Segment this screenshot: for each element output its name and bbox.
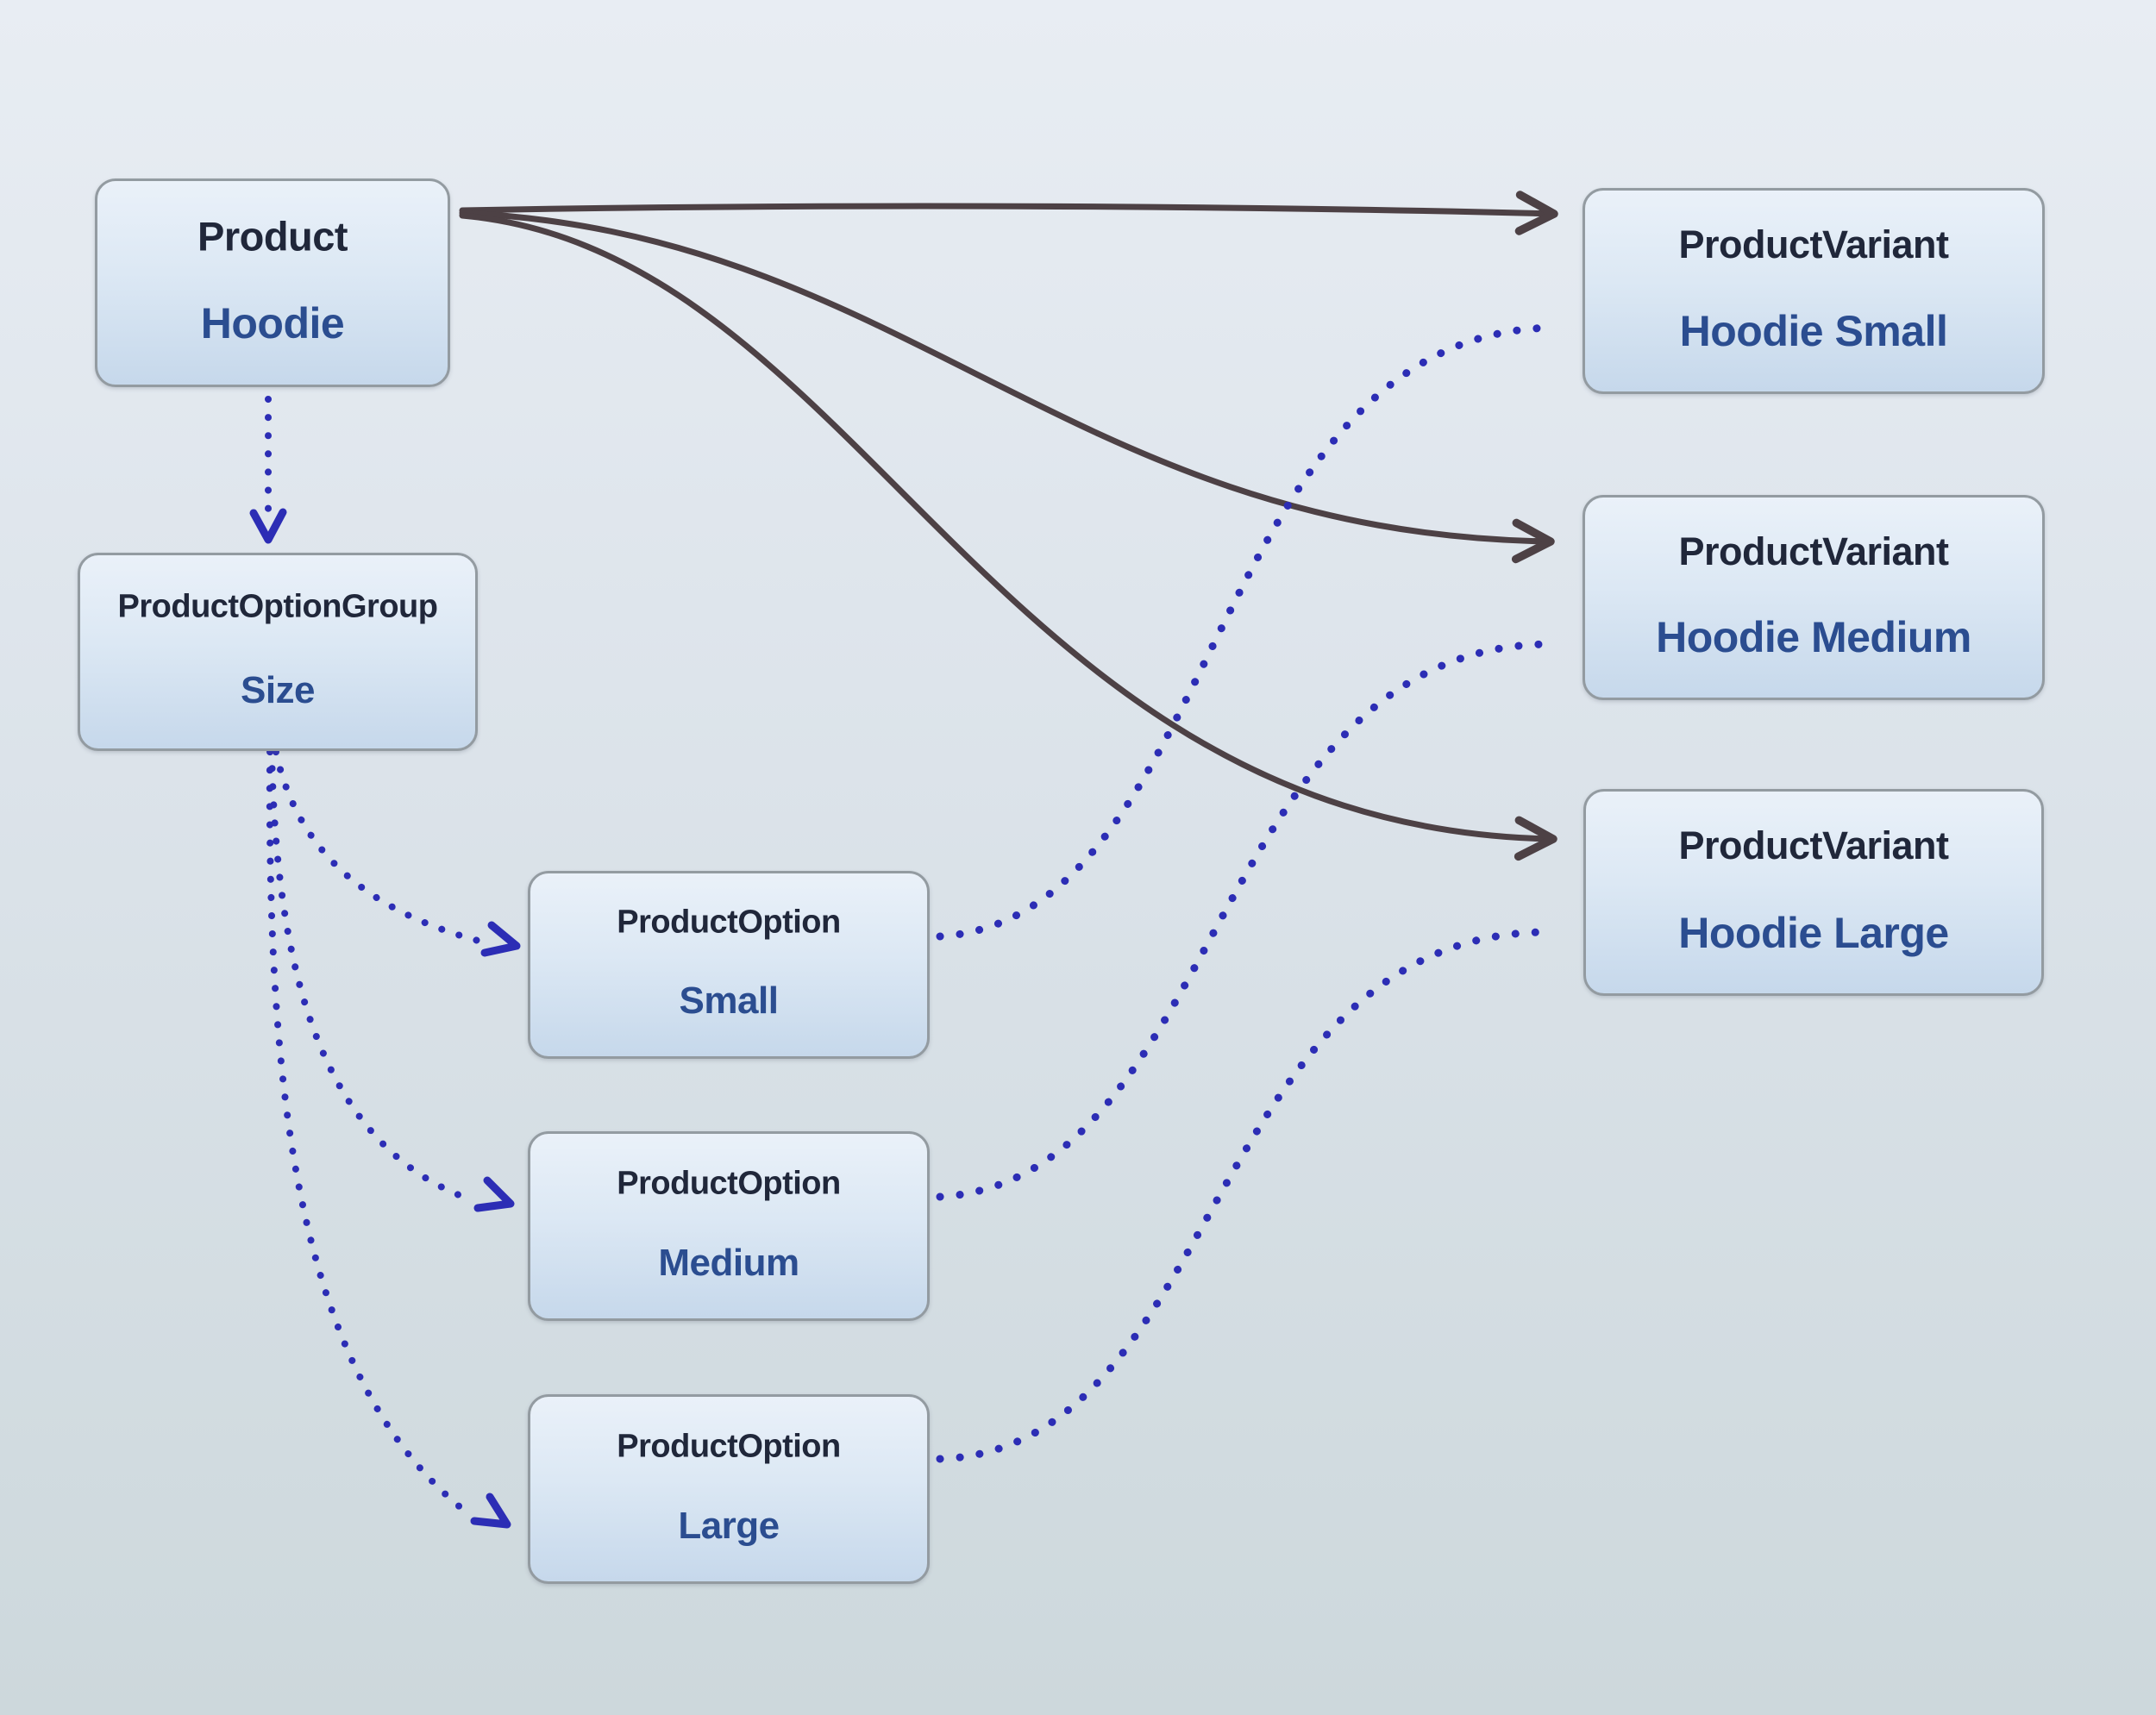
node-value-label: Large xyxy=(678,1504,780,1547)
node-type-label: ProductVariant xyxy=(1678,529,1949,573)
chevron-right-icon-medium xyxy=(473,1176,515,1212)
node-value-label: Small xyxy=(679,980,779,1023)
edge-option-large-to-variant-large xyxy=(936,928,1550,1463)
node-type-label: ProductOptionGroup xyxy=(117,588,438,625)
edge-product-to-variant-large xyxy=(459,212,1557,861)
node-product: Product Hoodie xyxy=(95,178,450,387)
edge-option-medium-to-variant-medium xyxy=(936,640,1554,1201)
edge-option-group-to-option-medium xyxy=(268,747,476,1204)
edge-product-to-variant-small xyxy=(459,191,1558,235)
edge-option-group-to-option-large xyxy=(266,748,473,1518)
node-value-label: Hoodie Medium xyxy=(1656,613,1971,662)
node-option-group: ProductOptionGroup Size xyxy=(78,553,478,751)
node-value-label: Size xyxy=(240,668,316,711)
node-value-label: Hoodie Small xyxy=(1679,307,1948,356)
node-type-label: ProductOption xyxy=(617,904,841,941)
node-value-label: Hoodie xyxy=(200,299,345,348)
node-value-label: Medium xyxy=(658,1241,799,1284)
node-variant-small: ProductVariant Hoodie Small xyxy=(1583,188,2045,394)
edge-product-to-variant-medium xyxy=(459,210,1555,564)
node-option-small: ProductOption Small xyxy=(528,871,930,1059)
node-type-label: ProductOption xyxy=(617,1428,841,1465)
edge-option-small-to-variant-small xyxy=(936,323,1558,941)
chevron-down-icon xyxy=(249,508,287,544)
node-type-label: Product xyxy=(197,213,348,260)
node-value-label: Hoodie Large xyxy=(1678,908,1949,957)
node-variant-medium: ProductVariant Hoodie Medium xyxy=(1583,495,2045,700)
edge-option-group-to-option-small xyxy=(273,748,492,947)
node-type-label: ProductOption xyxy=(617,1165,841,1202)
node-type-label: ProductVariant xyxy=(1678,823,1949,868)
node-type-label: ProductVariant xyxy=(1678,222,1949,266)
chevron-right-icon-small xyxy=(480,921,521,957)
node-variant-large: ProductVariant Hoodie Large xyxy=(1583,789,2044,996)
node-option-large: ProductOption Large xyxy=(528,1394,930,1584)
chevron-right-icon-large xyxy=(470,1493,511,1529)
node-option-medium: ProductOption Medium xyxy=(528,1131,930,1321)
